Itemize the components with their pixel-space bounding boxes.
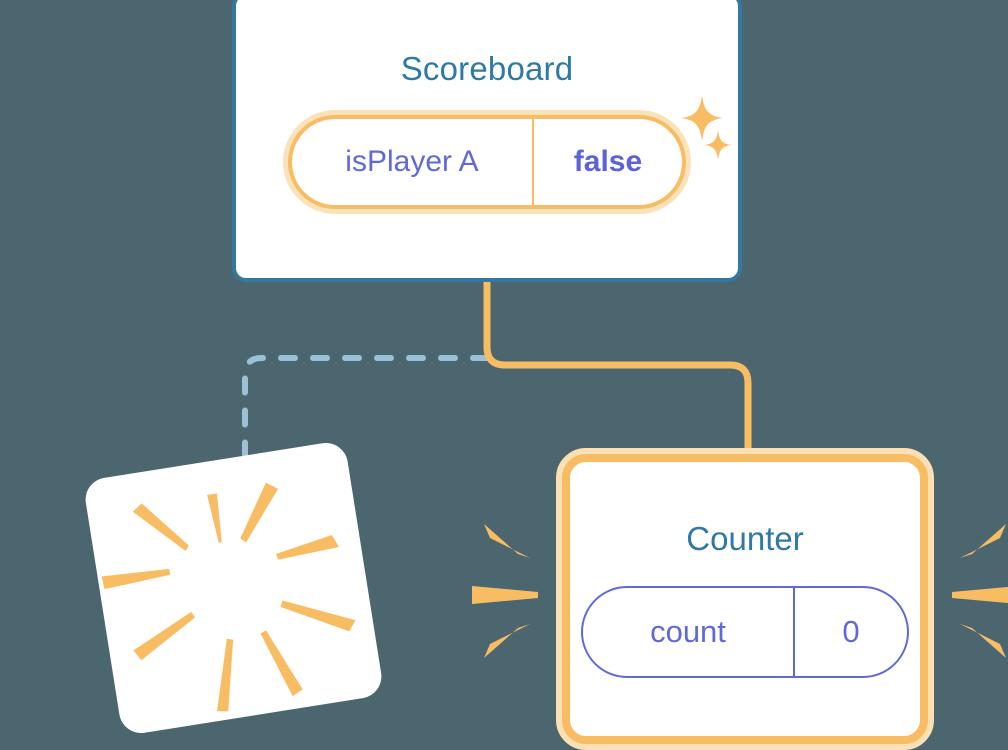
counter-card-inner: Counter count 0 bbox=[562, 454, 928, 744]
pill-divider bbox=[793, 588, 795, 676]
scoreboard-card[interactable]: Scoreboard isPlayer A false bbox=[232, 0, 742, 282]
connector-scoreboard-to-counter bbox=[483, 282, 752, 470]
counter-left-rays bbox=[472, 524, 538, 658]
blank-card[interactable] bbox=[82, 439, 385, 737]
scoreboard-title: Scoreboard bbox=[400, 50, 574, 87]
scoreboard-state-pill-inner: isPlayer A false bbox=[288, 115, 686, 209]
pill-divider bbox=[532, 119, 534, 205]
counter-state-value: 0 bbox=[842, 614, 860, 649]
scoreboard-state-value: false bbox=[573, 145, 643, 178]
scoreboard-state-key: isPlayer A bbox=[345, 145, 479, 178]
counter-right-rays bbox=[952, 524, 1008, 658]
sparkle-large-icon bbox=[681, 95, 723, 141]
sparkle-small-icon bbox=[704, 130, 732, 160]
counter-state-key: count bbox=[650, 614, 726, 649]
connector-scoreboard-to-blank-card bbox=[242, 355, 490, 481]
counter-card[interactable]: Counter count 0 bbox=[556, 448, 934, 750]
counter-state-pill[interactable]: count 0 bbox=[581, 586, 909, 678]
scoreboard-state-pill[interactable]: isPlayer A false bbox=[283, 110, 691, 214]
blank-card-burst-icon bbox=[101, 482, 356, 712]
counter-title: Counter bbox=[686, 520, 804, 557]
